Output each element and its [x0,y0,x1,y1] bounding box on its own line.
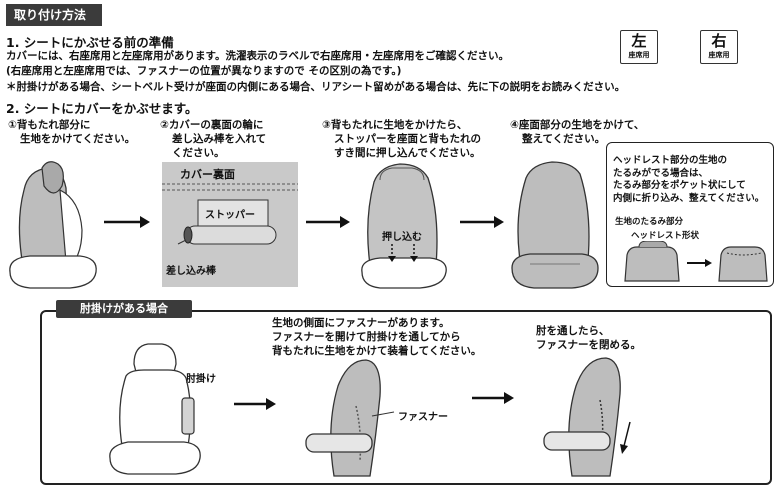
armrest-label: 肘掛け [186,374,216,385]
headrest-callout: ヘッドレスト部分の生地の たるみがでる場合は、 たるみ部分をポケット状にして 内… [606,142,774,287]
seat-step1-illustration [9,161,97,289]
armrest-section-badge: 肘掛けがある場合 [56,300,192,318]
step3-line1: ③背もたれに生地をかけたら、 [322,119,468,131]
step4-line2: 整えてください。 [522,133,606,145]
armrest-desc: 生地の側面にファスナーがあります。 ファスナーを開けて肘掛けを通してから 背もた… [272,316,481,358]
callout-line2: たるみがでる場合は、 [613,167,709,179]
left-seat-tag: 左 座席用 [620,30,658,64]
armrest-desc-line2: ファスナーを開けて肘掛けを通してから [272,331,461,343]
section1-title: 1. シートにかぶせる前の準備 [6,35,174,50]
headrest-fold-illustration [624,241,768,282]
armrest-desc-line1: 生地の側面にファスナーがあります。 [272,317,450,329]
section1-line1: カバーには、右座席用と左座席用があります。洗濯表示のラベルで右座席用・左座席用を… [6,50,509,62]
zipper-label: ファスナー [398,412,448,423]
callout-line4: 内側に折り込み、整えてください。 [613,192,765,204]
step-illustrations [9,161,599,289]
step2-line1: ②カバーの裏面の輪に [160,119,264,131]
insert-rod-label: 差し込み棒 [166,266,216,277]
step1-line1: ①背もたれ部分に [8,119,91,131]
push-in-label: 押し込む [382,232,422,243]
armrest-desc-line3: 背もたれに生地をかけて装着してください。 [272,345,482,357]
arrow-armrest-1 [234,398,276,410]
seat-with-armrest-illustration [109,343,201,475]
section-header-badge: 取り付け方法 [6,4,102,26]
seat-step4-illustration [511,161,599,289]
callout-shape-label: ヘッドレスト形状 [631,231,700,241]
step2-line2: 差し込み棒を入れて [172,133,267,145]
step3-text: ③背もたれに生地をかけたら、 ストッパーを座面と背もたれの すき間に押し込んでく… [322,118,481,160]
step4-line1: ④座面部分の生地をかけて、 [510,119,645,131]
callout-line3: たるみ部分をポケット状にして [613,180,746,191]
callout-text: ヘッドレスト部分の生地の たるみがでる場合は、 たるみ部分をポケット状にして 内… [613,155,764,205]
cover-back-label: カバー裏面 [180,168,235,181]
armrest-section-frame [40,310,772,485]
step1-line2: 生地をかけてください。 [20,133,136,145]
armrest-illustrations [109,343,631,477]
armrest-after-line1: 肘を通したら、 [536,325,610,337]
arrow-armrest-2 [472,392,514,404]
section1-note: ＊肘掛けがある場合、シートベルト受けが座面の内側にある場合、リアシート留めがある… [6,81,626,93]
step1-text: ①背もたれ部分に 生地をかけてください。 [8,118,135,146]
armrest-after-text: 肘を通したら、 ファスナーを閉める。 [536,324,641,352]
stopper-label: ストッパー [205,210,255,221]
backrest-zipper-closed-illustration [543,357,631,477]
backrest-zipper-open-illustration [305,359,395,477]
right-seat-tag: 右 座席用 [700,30,738,64]
armrest-after-line2: ファスナーを閉める。 [536,339,641,351]
right-seat-tag-big: 右 [711,32,727,50]
cover-back-panel [162,162,298,287]
callout-slack-label: 生地のたるみ部分 [615,217,684,227]
section1-line2: (右座席用と左座席用では、ファスナーの位置が異なりますので その区別の為です。) [6,65,402,77]
step2-line3: ください。 [172,147,225,159]
section2-title: 2. シートにカバーをかぶせます。 [6,101,198,116]
step4-text: ④座面部分の生地をかけて、 整えてください。 [510,118,644,146]
arrow-3 [460,216,504,228]
left-seat-tag-small: 座席用 [628,51,650,59]
step3-line3: すき間に押し込んでください。 [334,147,481,159]
right-seat-tag-small: 座席用 [708,51,730,59]
arrow-2 [306,216,350,228]
callout-line1: ヘッドレスト部分の生地の [613,155,728,166]
arrow-1 [104,216,150,228]
seat-step3-illustration [361,163,447,289]
step3-line2: ストッパーを座面と背もたれの [334,133,481,145]
left-seat-tag-big: 左 [631,32,647,50]
step2-text: ②カバーの裏面の輪に 差し込み棒を入れて ください。 [160,118,266,160]
